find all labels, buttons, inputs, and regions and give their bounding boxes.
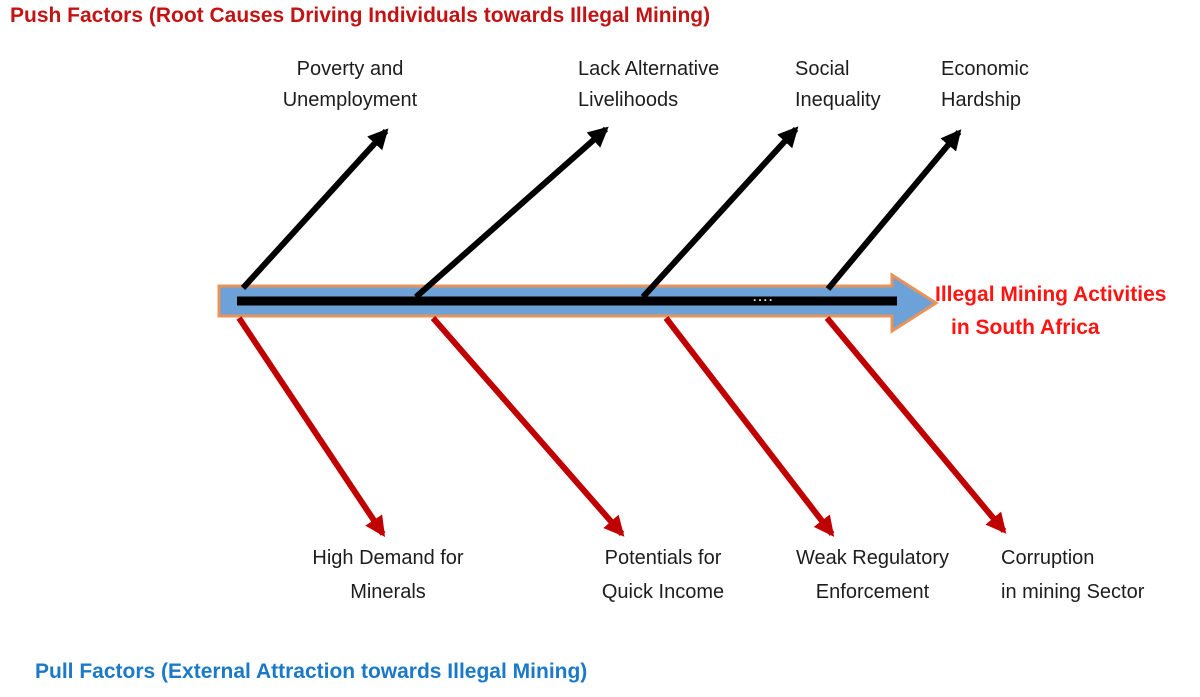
- pull-arrow-3: [663, 316, 835, 537]
- factor-line: Corruption: [1001, 547, 1095, 569]
- factor-line: Economic: [941, 58, 1029, 80]
- spine-label-line: in South Africa: [951, 316, 1100, 339]
- push-arrow-1: [240, 128, 389, 291]
- factor-line: Quick Income: [601, 581, 725, 603]
- factor-line: Social: [795, 58, 850, 80]
- pull-factors-title: Pull Factors (External Attraction toward…: [35, 660, 588, 683]
- factor-line: High Demand for: [312, 547, 464, 569]
- pull-factor-weak-regulatory-enforcement: Weak Regulatory Enforcement: [765, 541, 980, 609]
- spine-label-line: Illegal Mining Activities: [935, 283, 1167, 306]
- push-arrow-2: [414, 126, 609, 300]
- pull-arrow-1: [236, 316, 386, 537]
- factor-line: Minerals: [350, 581, 426, 603]
- factor-line: Poverty and: [296, 58, 404, 80]
- factor-line: Lack Alternative: [578, 58, 720, 80]
- factor-line: Inequality: [795, 89, 881, 111]
- factor-line: Livelihoods: [578, 89, 679, 111]
- push-arrow-3: [640, 126, 799, 300]
- push-factor-lack-alternative-livelihoods: Lack Alternative Livelihoods: [578, 54, 719, 116]
- pull-arrow-2: [430, 316, 625, 537]
- factor-line: Unemployment: [282, 89, 418, 111]
- push-factors-title: Push Factors (Root Causes Driving Indivi…: [10, 4, 711, 27]
- factor-line: in mining Sector: [1001, 581, 1145, 603]
- spine-dots: ....: [753, 290, 775, 304]
- spine-effect-label: Illegal Mining Activities in South Afric…: [935, 278, 1166, 344]
- push-factor-poverty-unemployment: Poverty and Unemployment: [240, 54, 460, 116]
- pull-arrow-4: [824, 316, 1007, 534]
- push-factor-social-inequality: Social Inequality: [795, 54, 881, 116]
- factor-line: Hardship: [941, 89, 1022, 111]
- push-factor-economic-hardship: Economic Hardship: [941, 54, 1029, 116]
- factor-line: Potentials for: [604, 547, 722, 569]
- pull-factor-high-demand-minerals: High Demand for Minerals: [278, 541, 498, 609]
- factor-line: Enforcement: [815, 581, 930, 603]
- pull-factor-corruption-mining-sector: Corruption in mining Sector: [1001, 541, 1144, 609]
- factor-line: Weak Regulatory: [795, 547, 950, 569]
- pull-factor-potentials-quick-income: Potentials for Quick Income: [563, 541, 763, 609]
- push-arrow-4: [825, 129, 962, 291]
